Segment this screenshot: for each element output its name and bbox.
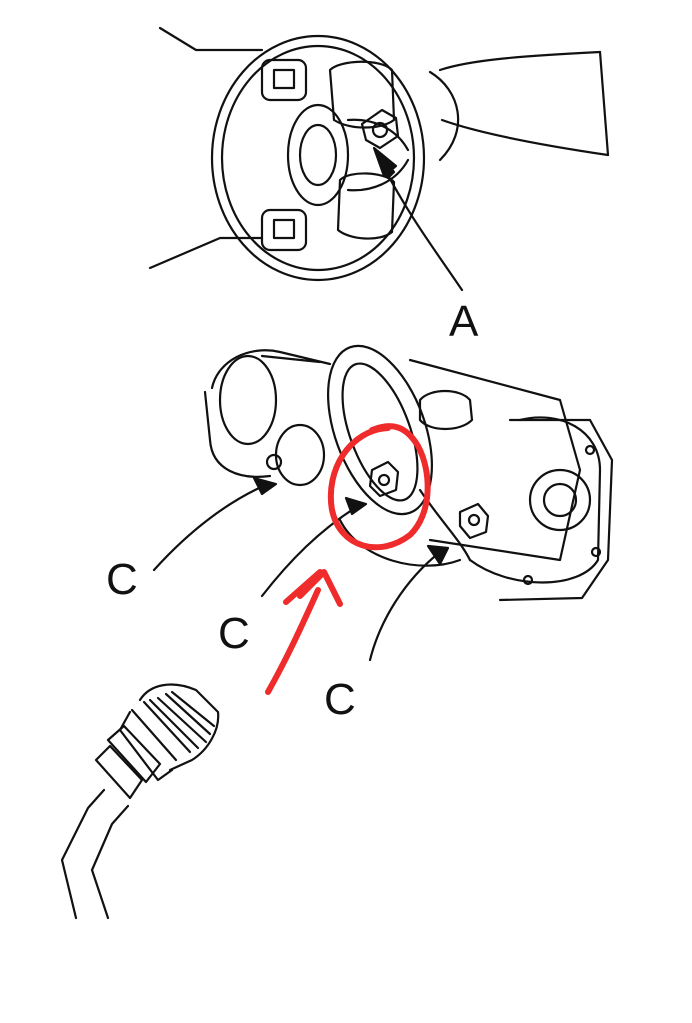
red-annotation [265,423,431,695]
callout-label-c-right: C [324,675,356,724]
callout-label-c-left: C [106,555,138,604]
top-ujoint-detail [148,26,610,292]
grease-gun-nozzle [60,683,220,920]
red-arrow-mark [265,569,343,695]
callout-label-c-middle: C [218,609,250,658]
callout-label-a: A [449,297,479,346]
middle-ujoint-assembly [152,344,614,662]
red-circle-mark [327,423,431,551]
